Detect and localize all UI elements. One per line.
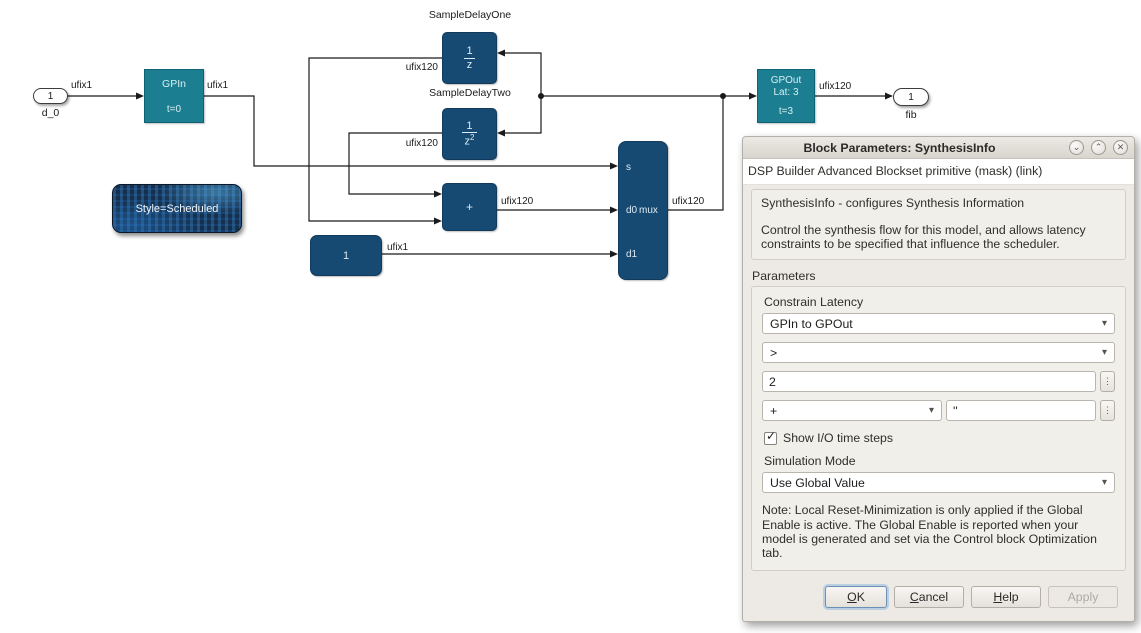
chevron-down-icon: ▾ — [1101, 318, 1107, 330]
description-line2: Control the synthesis flow for this mode… — [761, 222, 1086, 251]
mux-block[interactable]: s d0 mux d1 — [618, 141, 668, 280]
inport-block[interactable]: 1 — [33, 88, 68, 104]
wire-mux-to-gpout[interactable] — [668, 95, 750, 211]
signal-label: ufix120 — [819, 81, 852, 92]
description-panel: SynthesisInfo - configures Synthesis Inf… — [751, 189, 1126, 261]
arrowhead — [497, 49, 505, 57]
outport-block[interactable]: 1 — [893, 88, 929, 106]
outport-number: 1 — [908, 91, 914, 103]
arrowhead — [136, 92, 144, 100]
sample-delay-two-block[interactable]: 1 z2 — [442, 108, 497, 160]
wire-feedback-to-delay2[interactable] — [504, 96, 542, 134]
signal-label: ufix120 — [405, 138, 438, 149]
arrowhead — [749, 92, 757, 100]
arrowhead — [610, 206, 618, 214]
arrowhead — [885, 92, 893, 100]
arrowhead — [610, 162, 618, 170]
arrowhead — [497, 129, 505, 137]
constant-value: 1 — [342, 249, 350, 262]
adder-block[interactable]: + — [442, 183, 497, 231]
secondary-operator-select[interactable]: + ▾ — [762, 400, 942, 422]
mux-port-s: s — [626, 162, 631, 173]
unshade-window-icon[interactable]: ⌃ — [1091, 140, 1106, 155]
gpout-time: t=3 — [778, 106, 794, 117]
block-parameters-dialog: Block Parameters: SynthesisInfo ⌄ ⌃ ✕ DS… — [742, 136, 1135, 622]
chevron-down-icon: ▾ — [1101, 477, 1107, 489]
help-button[interactable]: Help — [971, 586, 1041, 609]
wire-delay2-to-adder[interactable] — [348, 132, 442, 195]
gpout-title: GPOut — [770, 75, 802, 86]
constrain-latency-label: Constrain Latency — [764, 295, 864, 310]
close-icon[interactable]: ✕ — [1113, 140, 1128, 155]
sample-delay-one-block[interactable]: 1 z — [442, 32, 497, 84]
mux-port-d0: d0 — [626, 205, 638, 216]
gpout-block[interactable]: GPOut Lat: 3 t=3 — [757, 69, 815, 123]
arrowhead — [610, 250, 618, 258]
arrowhead — [434, 190, 442, 198]
dialog-title: Block Parameters: SynthesisInfo — [803, 141, 996, 155]
mux-name: mux — [639, 205, 658, 216]
gpin-title: GPIn — [162, 78, 186, 90]
style-annotation-label: Style=Scheduled — [135, 202, 219, 215]
mux-port-d1: d1 — [626, 249, 638, 260]
parameters-panel: Constrain Latency GPIn to GPOut ▾ > ▾ 2 … — [751, 286, 1126, 572]
inport-number: 1 — [47, 90, 54, 102]
latency-path-select[interactable]: GPIn to GPOut ▾ — [762, 313, 1115, 335]
signal-label: ufix1 — [207, 80, 229, 91]
wire-junction — [720, 93, 726, 99]
cancel-button[interactable]: Cancel — [894, 586, 964, 609]
delay-fraction: 1 z2 — [461, 120, 478, 149]
signal-label: ufix1 — [71, 80, 93, 91]
parameters-section-label: Parameters — [752, 269, 816, 284]
spinner-icon[interactable]: ⋮ — [1100, 371, 1115, 393]
arrowhead — [434, 217, 442, 225]
signal-label: ufix120 — [501, 196, 534, 207]
secondary-value-input[interactable]: '' — [946, 400, 1096, 422]
show-io-time-steps-label: Show I/O time steps — [783, 431, 894, 446]
shade-window-icon[interactable]: ⌄ — [1069, 140, 1084, 155]
signal-label: ufix120 — [405, 62, 438, 73]
signal-label: ufix120 — [672, 196, 705, 207]
dialog-subtitle: DSP Builder Advanced Blockset primitive … — [743, 159, 1134, 185]
wire-gpin-to-mux-s[interactable] — [204, 95, 611, 167]
description-line1: SynthesisInfo - configures Synthesis Inf… — [761, 196, 1025, 210]
simulation-mode-select[interactable]: Use Global Value ▾ — [762, 472, 1115, 494]
check-icon: ✓ — [766, 428, 777, 443]
wire-feedback-to-delay1[interactable] — [504, 52, 542, 96]
chevron-down-icon: ▾ — [928, 405, 934, 417]
style-annotation-block[interactable]: Style=Scheduled — [112, 184, 242, 233]
note-text: Note: Local Reset-Minimization is only a… — [762, 503, 1097, 561]
show-io-time-steps-checkbox[interactable]: ✓ — [764, 428, 777, 445]
sample-delay-one-name: SampleDelayOne — [428, 9, 512, 21]
gpin-time: t=0 — [166, 104, 182, 115]
latency-value-input[interactable]: 2 — [762, 371, 1096, 393]
adder-symbol: + — [465, 200, 473, 214]
outport-name: fib — [905, 109, 917, 121]
wire-delay1-to-adder[interactable] — [308, 57, 442, 222]
delay-fraction: 1 z — [463, 45, 476, 71]
simulation-mode-label: Simulation Mode — [764, 454, 856, 469]
sample-delay-two-name: SampleDelayTwo — [429, 87, 511, 99]
dialog-titlebar[interactable]: Block Parameters: SynthesisInfo ⌄ ⌃ ✕ — [743, 137, 1134, 159]
spinner-icon[interactable]: ⋮ — [1100, 400, 1115, 422]
gpout-latency: Lat: 3 — [773, 87, 799, 98]
wire-junction — [538, 93, 544, 99]
constant-block[interactable]: 1 — [310, 235, 382, 276]
latency-operator-select[interactable]: > ▾ — [762, 342, 1115, 364]
inport-name: d_0 — [41, 107, 60, 119]
signal-label: ufix1 — [387, 242, 409, 253]
ok-button[interactable]: OK — [825, 586, 887, 609]
apply-button[interactable]: Apply — [1048, 586, 1118, 609]
chevron-down-icon: ▾ — [1101, 347, 1107, 359]
gpin-block[interactable]: GPIn t=0 — [144, 69, 204, 123]
